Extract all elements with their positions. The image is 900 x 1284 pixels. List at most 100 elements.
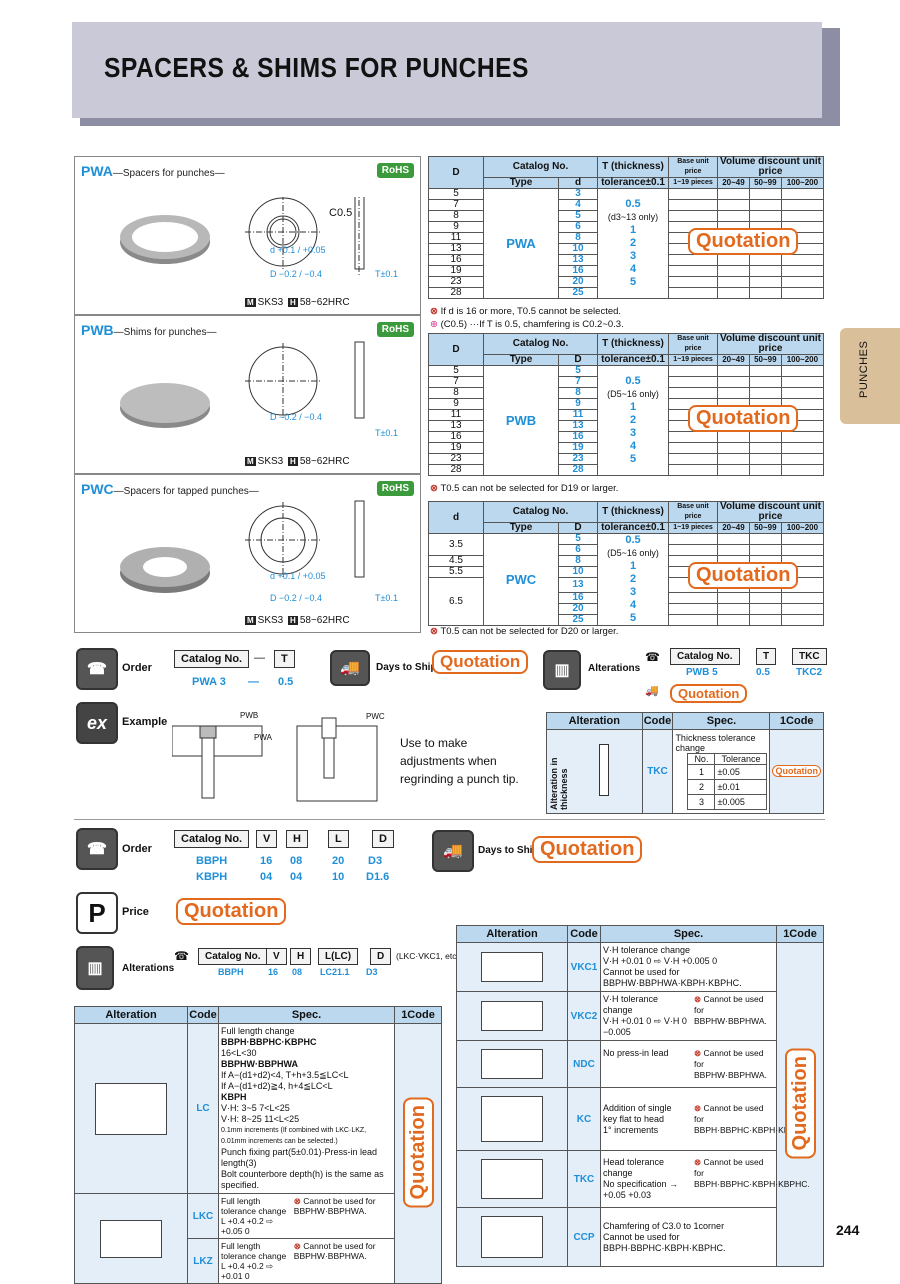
col-v1: 20~49 [717, 522, 750, 534]
col-pieces: 1~19 pieces [668, 522, 718, 534]
cell-left: 11 [428, 409, 484, 421]
thickness-value: (d3~13 only) [607, 212, 659, 222]
price-cell [717, 265, 750, 277]
cell-left: 23 [428, 276, 484, 288]
alteration-drawing [481, 1001, 543, 1031]
order-l-box: L [328, 830, 349, 848]
col-base-price: Base unit price [668, 333, 718, 355]
col-v1: 20~49 [717, 354, 750, 366]
thickness-value: 1 [629, 224, 637, 236]
cell-d: 9 [558, 398, 598, 410]
price-cell [780, 376, 825, 388]
price-cell [780, 199, 825, 211]
quotation-badge[interactable]: Quotation [688, 405, 799, 432]
alterations-label: Alterations [122, 963, 175, 974]
alterations-label: Alterations [588, 663, 641, 674]
spec-line: V·H +0.01 0 ⇨ V·H +0.005 0 [603, 956, 718, 966]
price-cell [748, 210, 782, 222]
col-v1: 20~49 [717, 177, 750, 189]
col-base-price: Base unit price [668, 156, 718, 178]
col-base-price: Base unit price [668, 501, 718, 523]
drill-icon: ▥ [543, 650, 581, 690]
table-row: 6 [429, 544, 825, 556]
header-shadow [822, 28, 840, 124]
product-subtitle: —Shims for punches— [113, 327, 217, 338]
cell-left: 28 [428, 464, 484, 476]
price-cell [780, 276, 825, 288]
thickness-value: 2 [629, 414, 637, 426]
col-catalog: Catalog No. [483, 501, 598, 523]
price-cell [717, 431, 750, 443]
spec-line: Head tolerance change [603, 1157, 665, 1178]
price-cell [780, 387, 825, 399]
quotation-badge[interactable]: Quotation [532, 836, 643, 863]
col-catalog: Catalog No. [483, 156, 598, 178]
lc-spec-line: 16<L<30 [221, 1048, 257, 1058]
cell-left: 13 [428, 243, 484, 255]
quotation-badge[interactable]: Quotation [688, 228, 799, 255]
quotation-badge[interactable]: Quotation [784, 1047, 816, 1159]
pwa-callout: PWA [254, 733, 272, 742]
quotation-badge[interactable]: Quotation [176, 898, 287, 925]
lc-spec-line: Full length change [221, 1026, 295, 1036]
quotation-badge[interactable]: Quotation [432, 650, 529, 674]
alt2-l-box: L(LC) [318, 948, 359, 965]
days-to-ship-label: Days to Ship [478, 845, 539, 856]
product-code: PWA [81, 163, 113, 179]
lc-spec-line: V·H: 3~5 7<L<25 [221, 1103, 290, 1113]
price-cell [668, 592, 718, 604]
col-v3: 100~200 [780, 354, 825, 366]
col-v2: 50~99 [748, 354, 782, 366]
price-cell [717, 376, 750, 388]
days-to-ship-label: Days to Ship [376, 662, 437, 673]
cell-left: 8 [428, 210, 484, 222]
cell-type: PWC [483, 533, 559, 626]
thickness-value: 0.5 [625, 198, 641, 210]
cell-d: 20 [558, 276, 598, 288]
cell-left: 11 [428, 232, 484, 244]
cell-left: 13 [428, 420, 484, 432]
section-divider [74, 819, 825, 820]
example-label: Example [122, 716, 168, 728]
alt-catalog-box: Catalog No. [670, 648, 740, 665]
quotation-badge[interactable]: Quotation [772, 765, 821, 777]
cell-d: 10 [558, 243, 598, 255]
spec-line: Chamfering of C3.0 to 1corner [603, 1220, 725, 1231]
thickness-value: 2 [629, 573, 637, 585]
phone-icon: ☎ [76, 828, 118, 870]
alt2-catalog-box: Catalog No. [198, 948, 268, 965]
col-tolerance: tolerance±0.1 [597, 522, 669, 534]
cell-d: 5 [558, 365, 598, 377]
spec-note: ⊗ Cannot be used for BBPH·BBPHC·KBPH·KBP… [694, 1102, 810, 1135]
quotation-badge[interactable]: Quotation [670, 684, 748, 703]
side-tab-label: PUNCHES [858, 340, 870, 398]
alt2-v-box: V [266, 948, 287, 965]
table-row: 23 20 [428, 276, 825, 288]
cell-left: 28 [428, 287, 484, 299]
alt-code-lc: LC [187, 1023, 219, 1194]
cell-left: 5 [428, 188, 484, 200]
price-cell [748, 592, 782, 604]
quotation-badge[interactable]: Quotation [688, 562, 799, 589]
thickness-value: 4 [629, 263, 637, 275]
product-box-pwa: PWA—Spacers for punches— RoHS C0.5 d +0.… [74, 156, 421, 315]
cell-d: 16 [558, 592, 598, 604]
col-left-head: D [428, 333, 484, 366]
price-cell [780, 365, 825, 377]
tolerance-subtable: No.Tolerance 1±0.05 2±0.01 3±0.005 [687, 753, 768, 810]
thickness-value: 1 [629, 560, 637, 572]
cell-left: 23 [428, 453, 484, 465]
cell-d: 8 [558, 387, 598, 399]
price-cell [668, 453, 718, 465]
quotation-badge[interactable]: Quotation [402, 1096, 434, 1208]
side-tab[interactable]: PUNCHES [840, 328, 900, 424]
alt-ex-tkc: TKC2 [796, 667, 823, 678]
